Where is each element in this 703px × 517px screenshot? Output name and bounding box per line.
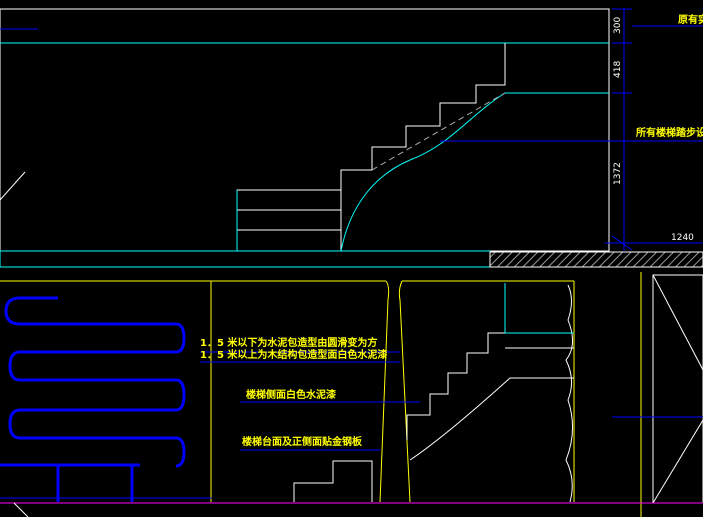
dim-1240-label: 1240 (671, 233, 694, 243)
dimension-chain: 300 418 1372 1240 (605, 8, 703, 251)
door-frame (652, 274, 703, 504)
cursor-mark (13, 502, 29, 517)
lower-elevation (0, 272, 703, 517)
dim-tick-243 (611, 235, 633, 251)
note-original-wall: 原有实 (678, 13, 703, 26)
note-above-1-5m: 1．5 米以上为木结构包造型面白色水泥漆 (200, 348, 387, 361)
radiator-railing (4, 296, 186, 468)
lower-stair-curve (409, 377, 574, 461)
note-stair-side: 楼梯侧面白色水泥漆 (246, 388, 336, 401)
handrail-dashed (371, 92, 506, 171)
door-diag-1 (652, 274, 703, 371)
dim-300-label: 300 (613, 17, 623, 34)
dim-418-label: 418 (613, 61, 623, 78)
door-diag-2 (652, 419, 703, 504)
column-left-edge (379, 280, 390, 503)
note-stair-tread-finish: 楼梯台面及正侧面贴金钢板 (242, 435, 363, 448)
break-line-wavy (565, 284, 573, 503)
upper-elevation (0, 8, 703, 268)
upper-wall-frame (0, 8, 610, 252)
note-stair-treads: 所有楼梯踏步设 (636, 126, 703, 139)
slab-hatch (489, 251, 703, 268)
lower-stair-profile (293, 460, 373, 502)
column-right-edge (398, 280, 411, 503)
left-break-line (0, 171, 26, 201)
curved-stringer (340, 92, 609, 252)
note-below-1-5m: 1．5 米以下为水泥包造型由圆滑变为方 (200, 336, 377, 349)
stair-profile (236, 43, 506, 251)
lower-stair-upper (406, 332, 505, 440)
floor-slab (0, 250, 491, 268)
dim-1372-label: 1372 (613, 162, 623, 185)
